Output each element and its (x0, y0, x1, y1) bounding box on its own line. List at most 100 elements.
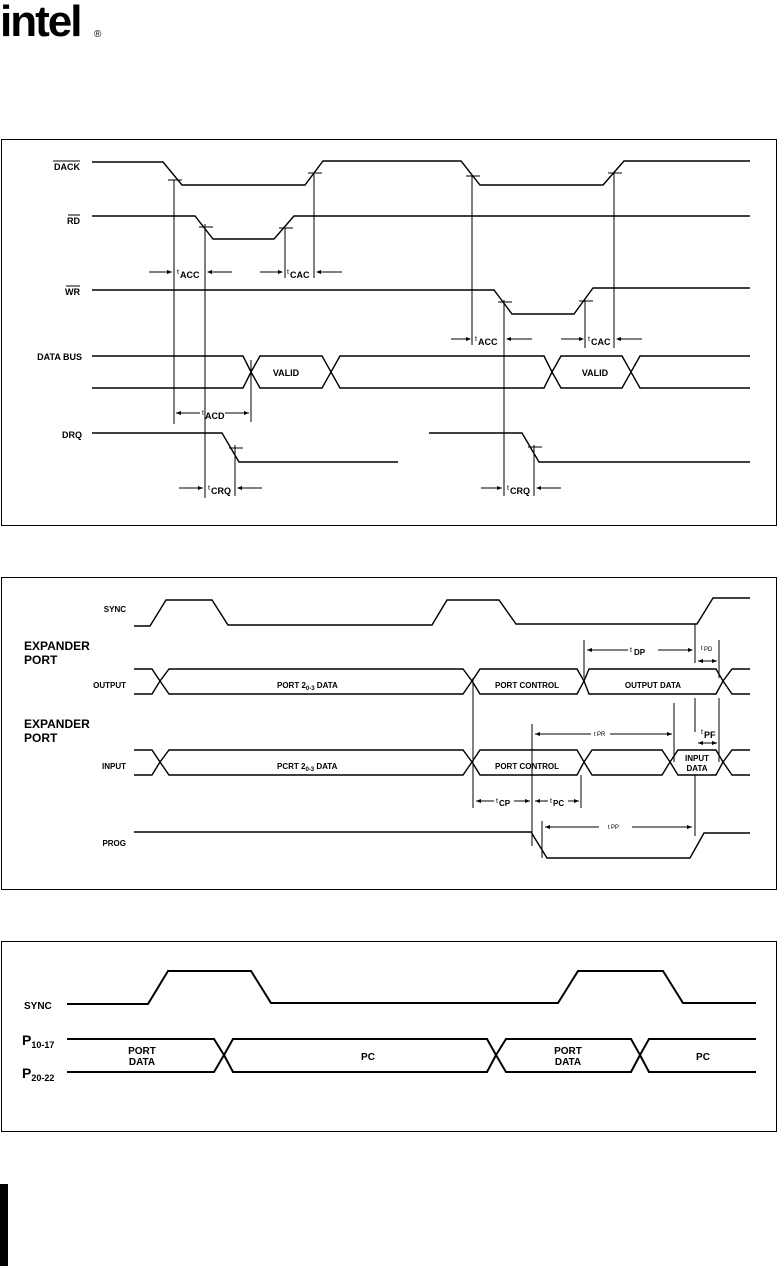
input-port-data-label: PCRT 20-3 DATA (277, 762, 338, 773)
sync-waveform (67, 971, 756, 1004)
expander-port-input-heading-1: EXPANDER (24, 717, 90, 731)
t-acd-annotation: t ACD (176, 410, 249, 421)
drq-label: DRQ (62, 430, 82, 440)
expander-port-timing-diagram: SYNC EXPANDER PORT OUTPUT EXPANDER PORT … (1, 577, 777, 890)
expander-port-timing-svg: SYNC EXPANDER PORT OUTPUT EXPANDER PORT … (2, 578, 778, 891)
prog-label: PROG (102, 839, 126, 848)
input-data-label-2: DATA (686, 764, 707, 773)
wr-waveform (92, 288, 750, 314)
t-pr-t: t (594, 732, 596, 738)
page-edge-tab (0, 1184, 8, 1266)
t-cp-sub: CP (499, 799, 511, 808)
port-multiplex-timing-svg: SYNC P10-17 P20-22 PORT DATA PC PORT DAT… (2, 942, 778, 1133)
intel-logo: intel ® (0, 0, 120, 50)
input-bus-lower (134, 762, 750, 775)
wr-label: WR (65, 287, 80, 297)
port-data-1-line2: DATA (129, 1057, 155, 1068)
t-pr-sub: PR (597, 732, 606, 738)
t-cac-write-t: t (588, 336, 590, 343)
dma-timing-diagram: DACK RD WR DATA BUS DRQ VALID VALID (1, 139, 777, 526)
expander-port-output-heading-1: EXPANDER (24, 639, 90, 653)
input-bus-upper (134, 750, 750, 762)
port-data-1-line1: PORT (128, 1046, 156, 1057)
t-dp-sub: DP (634, 648, 646, 657)
t-pp-sub: PP (611, 825, 619, 831)
intel-logo-text: intel (0, 0, 80, 46)
port-data-2-line2: DATA (555, 1057, 581, 1068)
sync-waveform (134, 598, 750, 626)
t-cac-read-t: t (287, 269, 289, 276)
crossing-markers (168, 173, 622, 448)
input-data-label-1: INPUT (685, 754, 709, 763)
t-pc-sub: PC (553, 799, 564, 808)
pc-2-label: PC (696, 1052, 710, 1063)
output-bus-upper (134, 669, 750, 681)
t-acc-read-annotation: t ACC (149, 269, 232, 280)
t-acc-read-sub: ACC (180, 270, 200, 280)
data-bus-upper (92, 356, 750, 372)
t-crq-1-t: t (208, 485, 210, 492)
valid-write-label: VALID (582, 368, 609, 378)
p10-17-label: P10-17 (22, 1032, 54, 1050)
t-acd-t: t (202, 410, 204, 417)
t-pp-t: t (608, 825, 610, 831)
registered-mark: ® (94, 29, 102, 40)
t-cp-t: t (496, 798, 498, 805)
t-cp-annotation: t CP (476, 798, 530, 808)
t-cac-write-annotation: t CAC (561, 336, 642, 347)
output-label: OUTPUT (93, 681, 126, 690)
t-acc-read-t: t (177, 269, 179, 276)
dack-label: DACK (54, 162, 80, 172)
port-multiplex-timing-diagram: SYNC P10-17 P20-22 PORT DATA PC PORT DAT… (1, 941, 777, 1132)
t-cac-read-sub: CAC (290, 270, 310, 280)
p-bus-lower (67, 1055, 756, 1072)
t-pd-t: t (701, 646, 703, 652)
rd-waveform (92, 216, 750, 239)
t-pd-sub: PD (704, 647, 713, 653)
data-bus-lower (92, 372, 750, 388)
output-data-label: OUTPUT DATA (625, 681, 681, 690)
t-crq-1-annotation: t CRQ (179, 485, 262, 496)
t-acc-write-t: t (475, 336, 477, 343)
output-port-data-label: PORT 20-3 DATA (277, 681, 338, 692)
dack-waveform (92, 161, 750, 185)
rd-label: RD (67, 216, 80, 226)
t-pd-annotation: t PD (698, 646, 717, 663)
p-bus-upper (67, 1039, 756, 1055)
output-port-control-label: PORT CONTROL (495, 681, 559, 690)
t-pc-t: t (550, 798, 552, 805)
t-crq-2-t: t (507, 485, 509, 492)
t-pr-annotation: t PR (535, 732, 672, 738)
t-cac-write-sub: CAC (591, 337, 611, 347)
t-pp-annotation: t PP (545, 825, 692, 831)
prog-waveform (134, 832, 750, 858)
input-label: INPUT (102, 762, 126, 771)
t-acc-write-annotation: t ACC (451, 336, 532, 347)
valid-read-label: VALID (273, 368, 300, 378)
t-crq-2-sub: CRQ (510, 486, 530, 496)
t-acc-write-sub: ACC (478, 337, 498, 347)
p20-22-label: P20-22 (22, 1065, 54, 1083)
input-port-control-label: PORT CONTROL (495, 762, 559, 771)
reference-lines (473, 624, 719, 858)
expander-port-output-heading-2: PORT (24, 653, 58, 667)
dma-timing-svg: DACK RD WR DATA BUS DRQ VALID VALID (2, 140, 778, 527)
drq-waveform-2 (429, 433, 750, 462)
t-pf-sub: PF (704, 730, 716, 740)
t-crq-2-annotation: t CRQ (481, 485, 561, 496)
sync-label: SYNC (104, 605, 126, 614)
data-bus-label: DATA BUS (37, 352, 82, 362)
drq-waveform-1 (92, 433, 398, 462)
t-crq-1-sub: CRQ (211, 486, 231, 496)
pc-1-label: PC (361, 1052, 375, 1063)
t-dp-t: t (630, 647, 632, 654)
sync-label: SYNC (24, 1001, 52, 1012)
t-pc-annotation: t PC (535, 798, 579, 808)
port-data-2-line1: PORT (554, 1046, 582, 1057)
t-pf-t: t (701, 729, 703, 736)
t-acd-sub: ACD (205, 411, 225, 421)
t-dp-annotation: t DP (587, 647, 693, 657)
t-pf-annotation: t PF (698, 729, 717, 745)
t-cac-read-annotation: t CAC (260, 269, 342, 280)
expander-port-input-heading-2: PORT (24, 731, 58, 745)
